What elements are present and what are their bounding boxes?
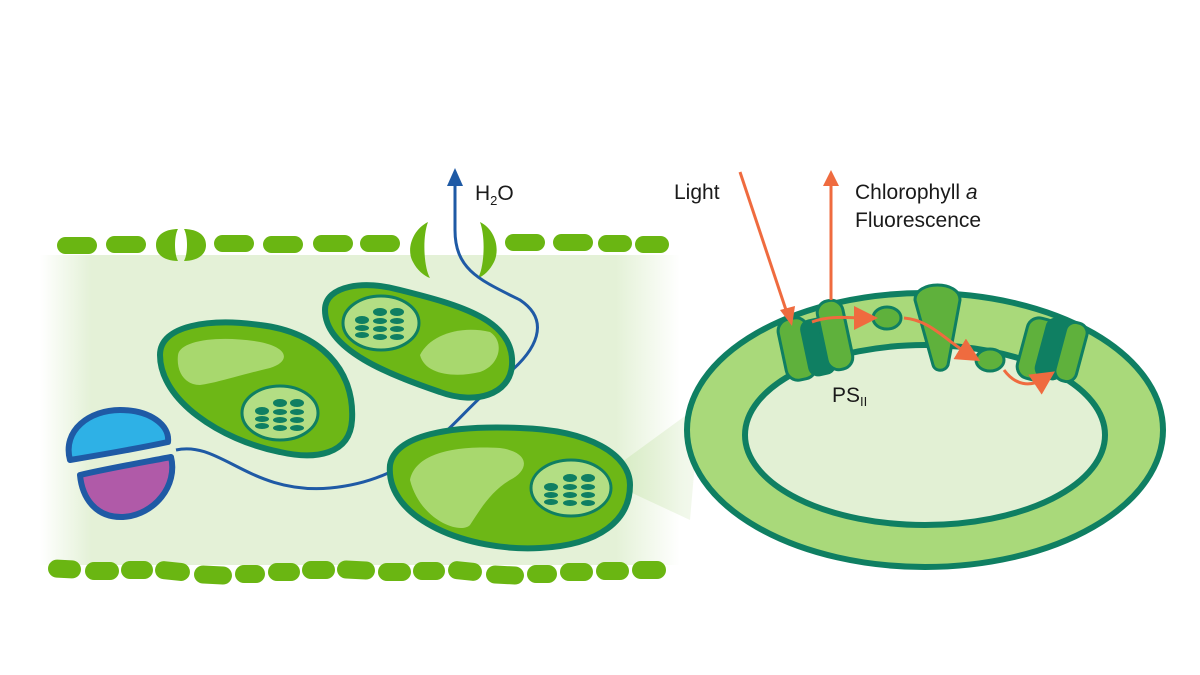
light-label: Light [674,181,720,204]
chloroplast [240,384,320,442]
mesophyll-cell-right [386,424,634,552]
fluorescence-label-line1: Chlorophyll a [855,181,978,204]
zoom-cone [600,405,700,520]
photosystem-i [1015,316,1089,384]
electron-flow-3 [1002,369,1055,395]
plastocyanin [974,347,1006,373]
electron-flow-2 [903,316,981,362]
chloroplast [341,294,421,352]
water-arrow-head [447,168,463,186]
fluorescence-label-line2: Fluorescence [855,209,981,232]
light-arrow-head [780,306,795,326]
split-cell [65,407,176,521]
plastoquinone [871,305,903,331]
electron-flow-1 [811,305,878,330]
upper-epidermis [57,222,669,278]
cytochrome-complex [913,283,962,372]
photosystem-label: PSII [832,384,867,409]
chloroplast [529,458,613,518]
light-arrow [738,171,790,317]
mesophyll-cell-left [156,319,356,459]
lower-epidermis [48,559,666,585]
fluorescence-arrow-head [823,170,839,186]
water-label: H2O [475,182,514,208]
mesophyll-cell-top [321,282,516,401]
